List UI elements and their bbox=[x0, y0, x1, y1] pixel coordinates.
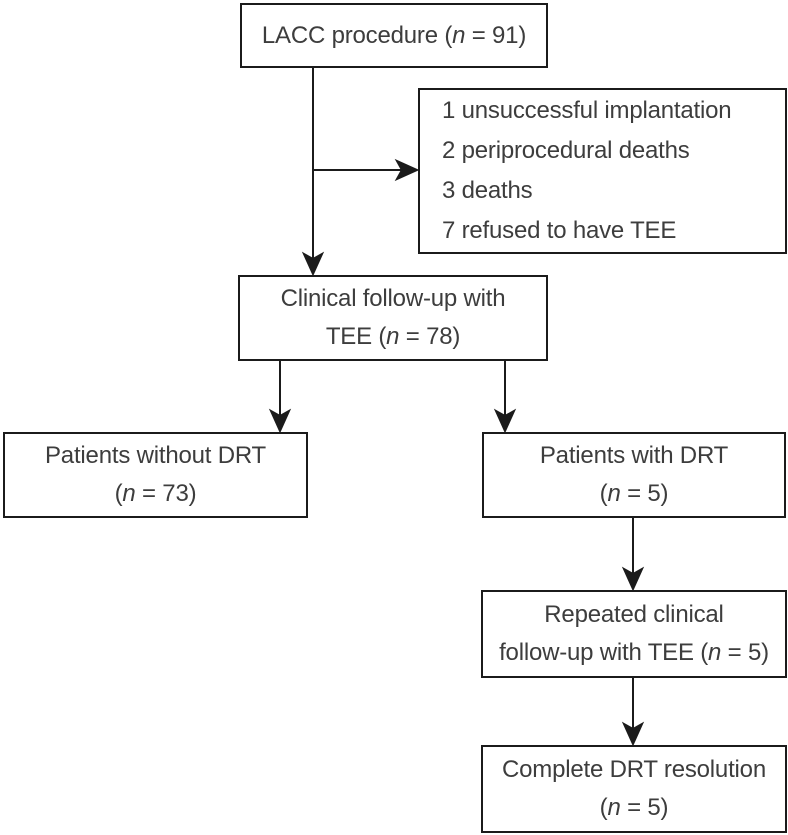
label-value: = 5) bbox=[721, 639, 769, 666]
node-clinical-followup: Clinical follow-up with TEE (n = 78) bbox=[238, 275, 548, 361]
connector-with-drt-to-repeated-arrowhead bbox=[621, 566, 645, 592]
label-text: LACC procedure ( bbox=[261, 21, 453, 49]
label-text: ( bbox=[114, 480, 123, 507]
exclusion-item: 1 unsuccessful implantation bbox=[442, 91, 732, 131]
node-label-line2: (n = 5) bbox=[600, 789, 669, 827]
node-exclusions: 1 unsuccessful implantation 2 periproced… bbox=[418, 88, 787, 254]
label-text: Patients with DRT bbox=[539, 442, 729, 469]
node-complete-drt-resolution: Complete DRT resolution (n = 5) bbox=[481, 745, 787, 833]
label-value: = 5) bbox=[620, 794, 669, 821]
node-repeated-followup: Repeated clinical follow-up with TEE (n … bbox=[481, 590, 787, 678]
label-n-italic: n bbox=[122, 480, 136, 507]
label-n-italic: n bbox=[607, 794, 621, 821]
label-text: follow-up with TEE ( bbox=[499, 639, 709, 666]
node-label-line1: Clinical follow-up with bbox=[281, 280, 506, 318]
node-label-line1: Patients with DRT bbox=[540, 437, 728, 475]
label-text: 2 periprocedural deaths bbox=[442, 137, 690, 164]
label-text: ( bbox=[599, 480, 608, 507]
node-label-line1: Patients without DRT bbox=[45, 437, 266, 475]
label-n-italic: n bbox=[708, 639, 722, 666]
label-text: Clinical follow-up with bbox=[280, 285, 506, 312]
exclusion-item: 2 periprocedural deaths bbox=[442, 131, 690, 171]
label-text: 1 unsuccessful implantation bbox=[442, 97, 732, 124]
node-patients-with-drt: Patients with DRT (n = 5) bbox=[482, 432, 786, 518]
label-text: TEE ( bbox=[325, 323, 387, 350]
node-label: LACC procedure (n = 91) bbox=[262, 17, 526, 55]
connector-followup-to-with-drt-arrowhead bbox=[493, 408, 517, 434]
label-value: = 73) bbox=[135, 480, 197, 507]
label-text: 7 refused to have TEE bbox=[442, 217, 677, 244]
label-text: Patients without DRT bbox=[45, 442, 266, 469]
label-value: = 5) bbox=[620, 480, 669, 507]
node-label-line2: follow-up with TEE (n = 5) bbox=[499, 634, 769, 672]
node-label-line2: TEE (n = 78) bbox=[325, 318, 461, 356]
connector-lacc-to-followup-arrowhead bbox=[301, 251, 325, 277]
node-patients-without-drt: Patients without DRT (n = 73) bbox=[3, 432, 308, 518]
connector-followup-to-without-drt-arrowhead bbox=[268, 408, 292, 434]
exclusion-item: 3 deaths bbox=[442, 171, 533, 211]
label-n-italic: n bbox=[452, 21, 466, 49]
node-lacc-procedure: LACC procedure (n = 91) bbox=[240, 3, 548, 68]
label-text: Repeated clinical bbox=[544, 601, 724, 628]
node-label-line1: Complete DRT resolution bbox=[502, 751, 766, 789]
label-text: Complete DRT resolution bbox=[502, 756, 766, 783]
node-label-line1: Repeated clinical bbox=[544, 596, 724, 634]
label-value: = 78) bbox=[399, 323, 461, 350]
connector-repeated-to-resolution-arrowhead bbox=[621, 721, 645, 747]
label-n-italic: n bbox=[607, 480, 621, 507]
label-text: 3 deaths bbox=[442, 177, 533, 204]
node-label-line2: (n = 5) bbox=[600, 475, 669, 513]
node-label-line2: (n = 73) bbox=[115, 475, 197, 513]
label-text: ( bbox=[599, 794, 608, 821]
exclusion-item: 7 refused to have TEE bbox=[442, 211, 676, 251]
label-value: = 91) bbox=[465, 21, 527, 49]
connector-branch-to-exclusions-arrowhead bbox=[394, 158, 420, 182]
label-n-italic: n bbox=[386, 323, 400, 350]
